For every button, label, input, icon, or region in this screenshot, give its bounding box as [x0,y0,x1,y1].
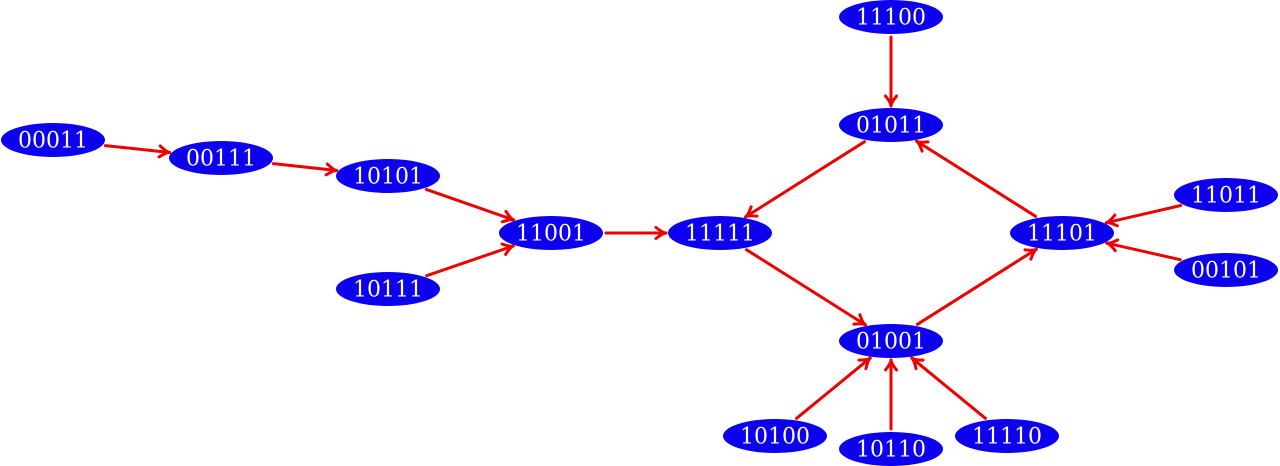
edge-arrowhead [1023,247,1038,261]
node-ellipse [1010,216,1114,250]
node-ellipse [1174,178,1278,212]
edge-line [744,140,867,219]
node-ellipse [499,216,603,250]
edge-line [744,248,867,327]
node-11110: 11110 [955,419,1059,453]
edge-line [424,187,516,222]
node-01011: 01011 [839,108,943,142]
edge-01001-to-11101 [915,247,1038,326]
edge-arrowhead [884,94,898,108]
node-label: 10100 [740,425,810,450]
node-ellipse [336,159,440,193]
node-label: 11111 [685,222,755,247]
edge-10111-to-11001 [425,242,515,278]
node-label: 01001 [856,330,926,355]
edge-11001-to-11111 [604,226,668,240]
edge-line [915,247,1038,326]
node-11011: 11011 [1174,178,1278,212]
edge-line [1105,241,1182,262]
node-ellipse [668,216,772,250]
edge-10101-to-11001 [424,187,516,224]
node-ellipse [336,272,440,306]
edge-arrowhead [744,205,759,219]
node-00101: 00101 [1174,253,1278,287]
edge-arrowhead [915,139,930,153]
edge-line [915,139,1038,218]
edge-arrowhead [1104,213,1119,228]
node-11101: 11101 [1010,216,1114,250]
node-label: 10101 [353,165,423,190]
node-ellipse [955,419,1059,453]
node-ellipse [839,432,943,466]
node-label: 01011 [856,114,926,139]
edge-arrowhead [852,313,867,327]
edge-10100-to-01001 [795,356,872,420]
edge-line [1104,204,1183,225]
node-ellipse [839,0,943,34]
node-label: 00011 [18,129,88,154]
node-10100: 10100 [723,419,827,453]
node-label: 10110 [856,438,926,463]
node-ellipse [839,108,943,142]
edge-line [795,356,872,420]
node-label: 11101 [1027,222,1097,247]
node-11111: 11111 [668,216,772,250]
edge-00101-to-11101 [1105,238,1182,262]
node-ellipse [723,419,827,453]
edge-arrowhead [500,209,516,224]
edge-arrowhead [500,242,515,256]
edge-arrowhead [857,356,872,371]
node-label: 11110 [972,425,1042,450]
node-label: 00101 [1191,259,1261,284]
edge-11011-to-11101 [1104,204,1183,228]
node-01001: 01001 [839,324,943,358]
node-label: 11011 [1191,184,1261,209]
node-10111: 10111 [336,272,440,306]
node-label: 00111 [186,147,256,172]
node-label: 11100 [856,6,926,31]
edge-line [271,162,339,172]
node-ellipse [169,141,273,175]
node-ellipse [1,123,105,157]
edge-arrowhead [324,162,339,177]
node-00111: 00111 [169,141,273,175]
node-label: 11001 [516,222,586,247]
edge-11110-to-01001 [910,356,987,420]
edge-00011-to-00111 [103,144,172,159]
node-00011: 00011 [1,123,105,157]
edge-line [910,356,987,420]
node-11001: 11001 [499,216,603,250]
edge-00111-to-10101 [271,162,339,177]
edge-arrowhead [1105,238,1120,253]
edge-line [425,244,515,278]
edge-11111-to-01001 [744,248,867,327]
edge-01011-to-11111 [744,140,867,219]
edge-10110-to-01001 [884,358,898,431]
node-label: 10111 [353,278,423,303]
node-11100: 11100 [839,0,943,34]
edge-arrowhead [654,226,668,240]
node-ellipse [1174,253,1278,287]
edge-arrowhead [884,358,898,372]
edges-layer [103,35,1183,431]
edge-11101-to-01011 [915,139,1038,218]
node-10101: 10101 [336,159,440,193]
node-ellipse [839,324,943,358]
edge-arrowhead [157,144,172,159]
edge-11100-to-01011 [884,35,898,108]
edge-arrowhead [910,356,925,371]
edge-line [103,144,172,154]
node-10110: 10110 [839,432,943,466]
